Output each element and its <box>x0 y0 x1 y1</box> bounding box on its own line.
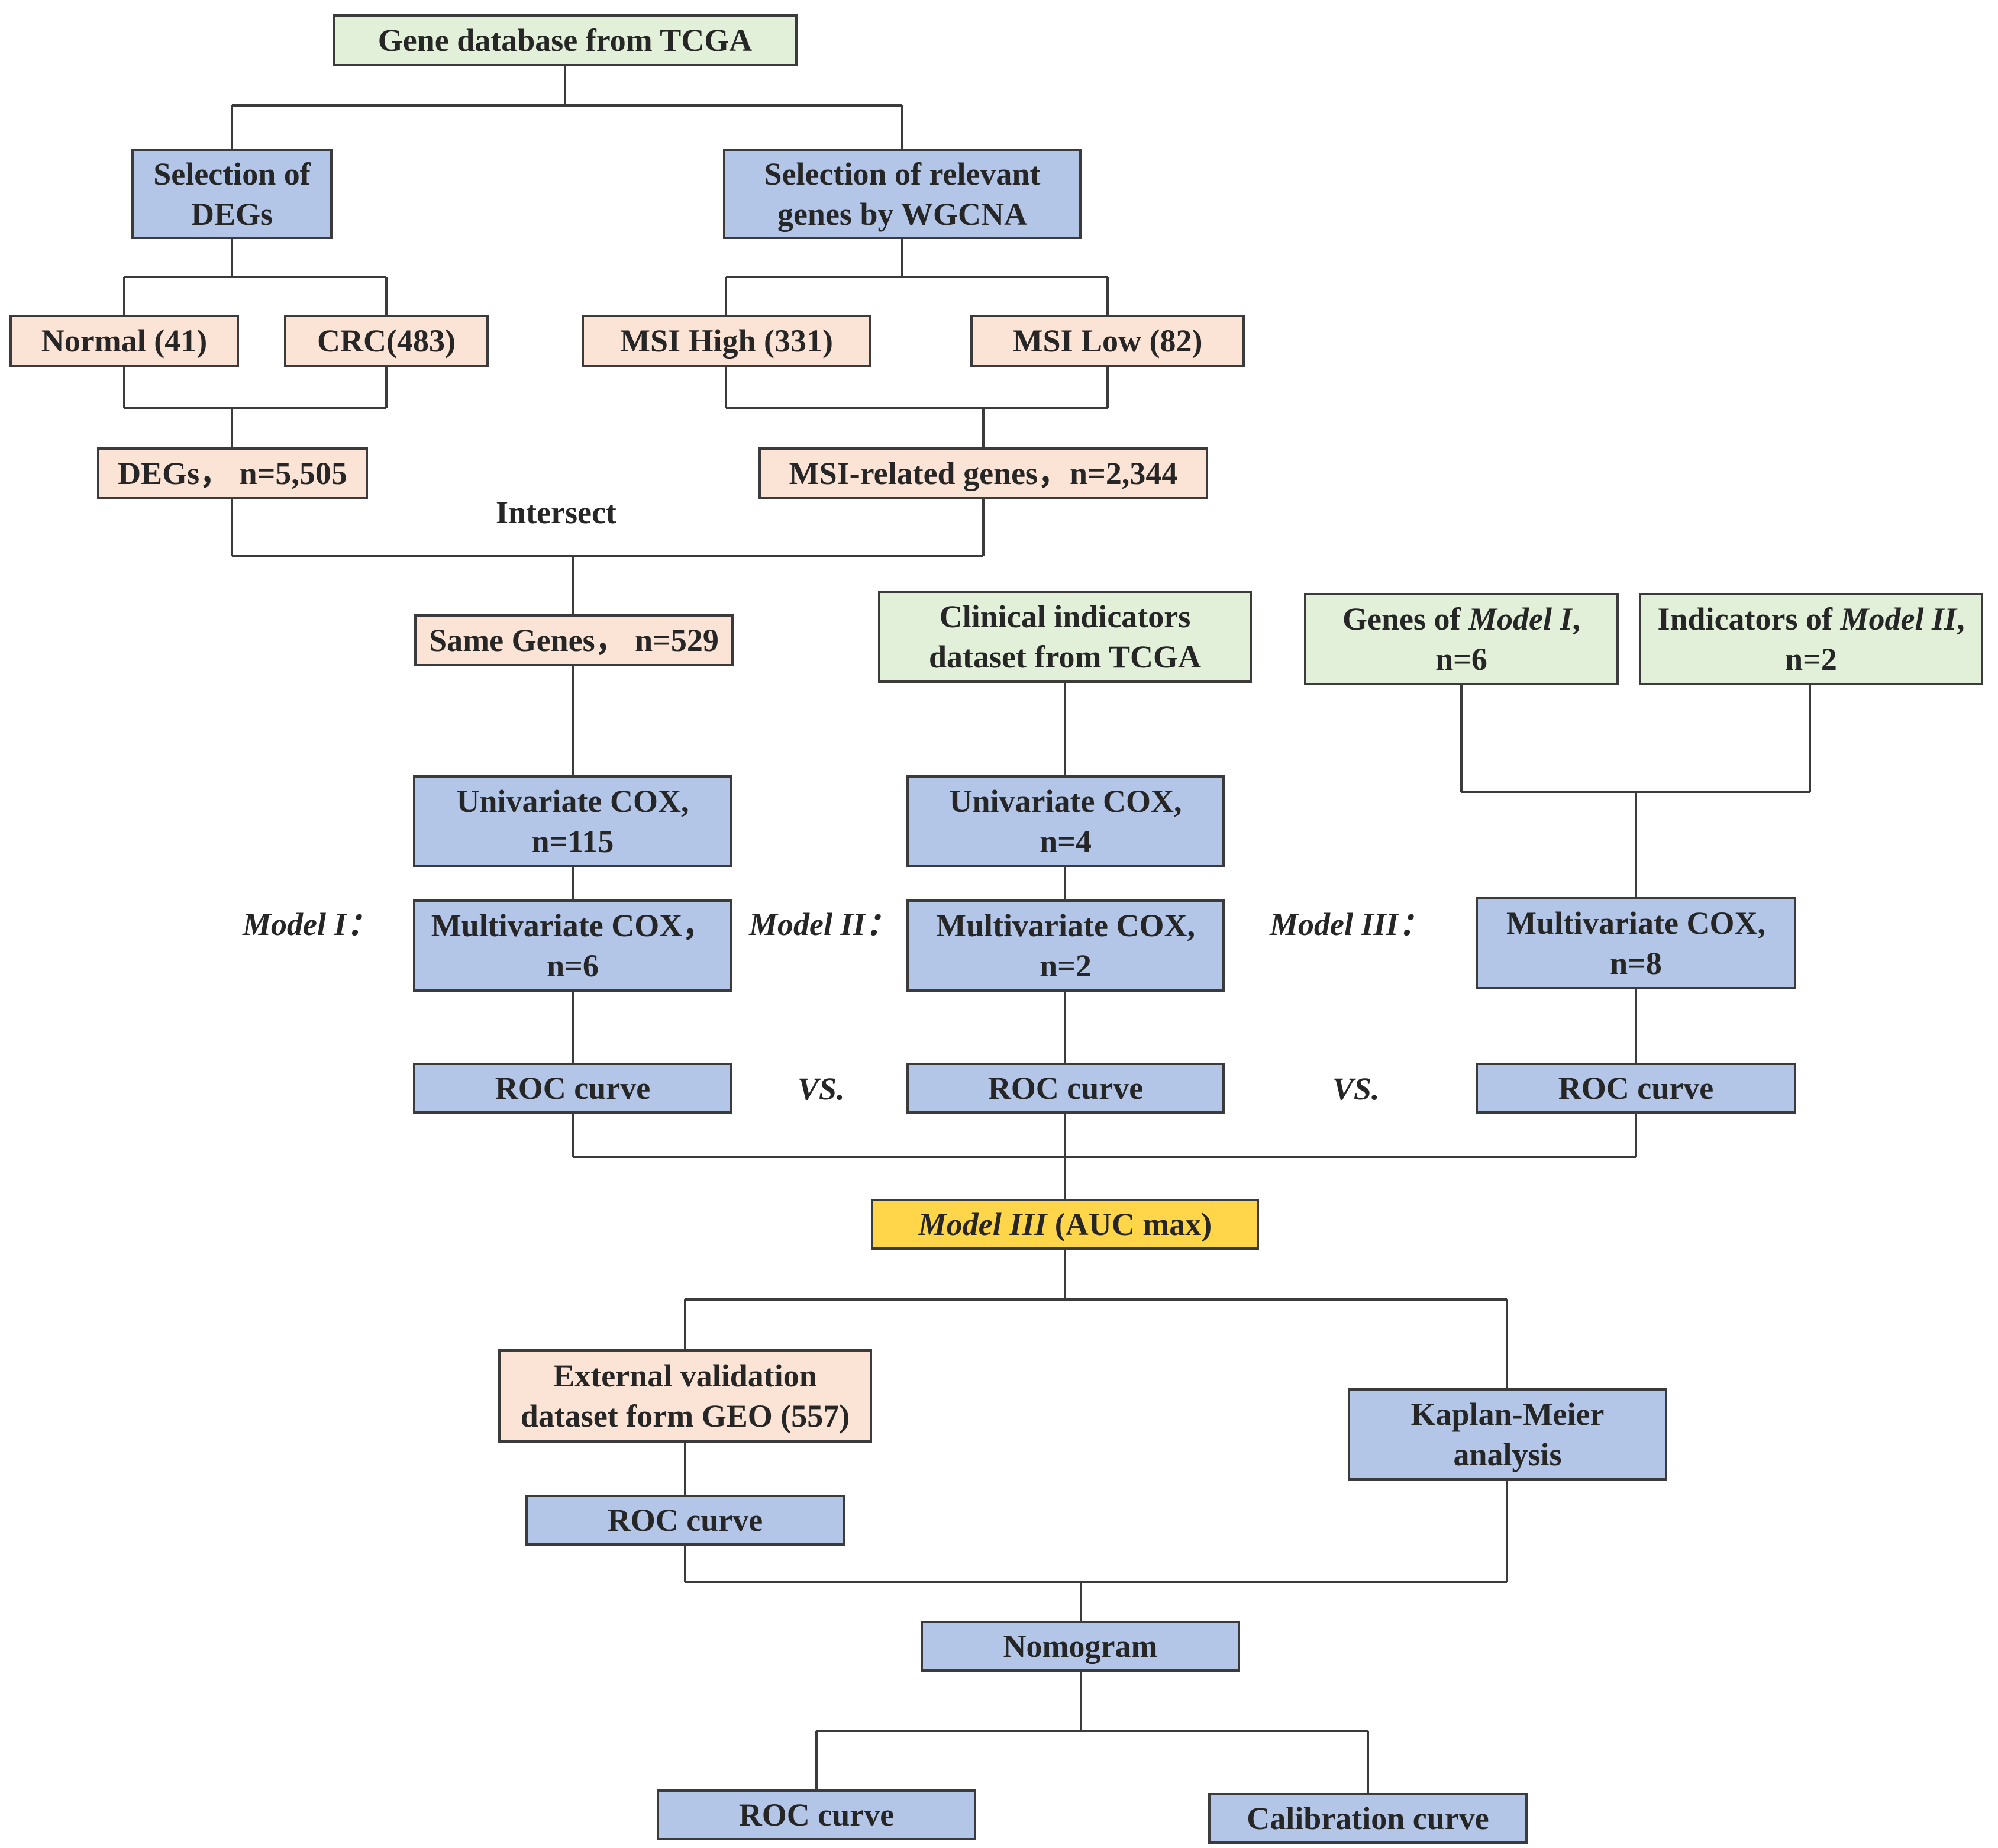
connector-msi-merge <box>725 367 1109 447</box>
box-text: ROC curve <box>987 1070 1144 1106</box>
box-text: DEGs， n=5,505 <box>118 456 347 491</box>
roc-curve-final-box: ROC curve <box>657 1789 976 1840</box>
box-text: Gene database from TCGA <box>377 22 753 58</box>
kaplan-meier-box: Kaplan-Meier analysis <box>1348 1388 1667 1481</box>
text-rest: (AUC max) <box>1047 1207 1212 1242</box>
box-text: ROC curve <box>607 1502 763 1538</box>
connector-nomogram-split <box>815 1672 1369 1793</box>
box-text-line2: n=115 <box>531 824 614 859</box>
connector-normal-crc-merge <box>123 367 388 447</box>
intersect-label: Intersect <box>496 495 616 530</box>
box-text: MSI High (331) <box>619 323 834 359</box>
indicators-of-model2-box: Indicators of Model II, n=2 <box>1639 593 1983 685</box>
msi-low-box: MSI Low (82) <box>970 315 1245 367</box>
box-text-line2: n=2 <box>1785 641 1837 677</box>
box-text-line2: dataset form GEO (557) <box>520 1398 850 1434</box>
best-model-box: Model III (AUC max) <box>871 1199 1259 1250</box>
connector-to-nomogram <box>684 1481 1508 1621</box>
box-text-line1: Multivariate COX， <box>431 908 715 943</box>
box-text-line2: genes by WGCNA <box>777 196 1028 232</box>
multivariate-cox-1-box: Multivariate COX， n=6 <box>413 899 732 992</box>
model-name: Model II <box>1840 601 1957 637</box>
box-text-line1: Genes of Model I, <box>1342 599 1580 639</box>
box-text-line1: Univariate COX, <box>456 783 689 819</box>
box-text-line1: External validation <box>553 1358 817 1394</box>
model2-label: Model II： <box>749 907 898 942</box>
box-text-line2: DEGs <box>191 196 273 232</box>
same-genes-box: Same Genes， n=529 <box>414 614 734 666</box>
roc-curve-model3-box: ROC curve <box>1476 1063 1796 1114</box>
vs-label-1: VS. <box>798 1071 845 1107</box>
box-text-line2: n=6 <box>547 948 599 983</box>
connector-deg-split <box>123 239 388 315</box>
box-text-line1: Indicators of Model II, <box>1657 599 1964 639</box>
tcga-gene-database-box: Gene database from TCGA <box>333 14 798 66</box>
vs-label-2: VS. <box>1332 1071 1380 1107</box>
crc-group-box: CRC(483) <box>284 315 489 367</box>
external-validation-box: External validation dataset form GEO (55… <box>498 1349 872 1443</box>
box-text: Normal (41) <box>41 323 208 359</box>
box-text-line2: n=8 <box>1610 946 1662 981</box>
nomogram-box: Nomogram <box>921 1621 1240 1672</box>
box-text: MSI Low (82) <box>1012 323 1203 359</box>
roc-curve-model1-box: ROC curve <box>413 1063 732 1114</box>
box-text-line1: Multivariate COX, <box>936 908 1195 943</box>
connector-intersect <box>231 499 985 614</box>
connector-model1-model2-merge <box>1460 685 1811 897</box>
box-text-line2: n=6 <box>1435 641 1487 677</box>
genes-of-model1-box: Genes of Model I, n=6 <box>1304 593 1619 685</box>
box-text: Calibration curve <box>1247 1801 1489 1836</box>
box-text: ROC curve <box>738 1797 895 1833</box>
connector-best-split <box>684 1250 1508 1388</box>
connector-wgcna-split <box>725 239 1109 315</box>
model3-label: Model III： <box>1270 907 1431 942</box>
clinical-indicators-box: Clinical indicators dataset from TCGA <box>878 591 1252 683</box>
box-text-line1: Selection of relevant <box>764 156 1041 192</box>
univariate-cox-1-box: Univariate COX, n=115 <box>413 775 732 867</box>
multivariate-cox-3-box: Multivariate COX, n=8 <box>1476 897 1796 989</box>
roc-curve-model2-box: ROC curve <box>906 1063 1225 1114</box>
box-text: Same Genes， n=529 <box>429 623 719 658</box>
box-text: ROC curve <box>495 1070 651 1106</box>
degs-box: DEGs， n=5,505 <box>97 447 368 499</box>
normal-group-box: Normal (41) <box>9 315 239 367</box>
box-text-line1: Selection of <box>153 156 311 192</box>
msi-related-genes-box: MSI-related genes，n=2,344 <box>758 447 1208 499</box>
box-text-line1: Univariate COX, <box>949 783 1182 819</box>
box-text-line2: n=4 <box>1040 824 1092 859</box>
box-text: CRC(483) <box>317 323 456 359</box>
text-prefix: Indicators of <box>1657 601 1841 637</box>
box-text-line1: Multivariate COX, <box>1506 905 1765 941</box>
box-text: ROC curve <box>1558 1070 1714 1106</box>
box-text-line2: dataset from TCGA <box>929 639 1201 675</box>
wgcna-selection-box: Selection of relevant genes by WGCNA <box>723 149 1082 239</box>
roc-curve-validation-box: ROC curve <box>525 1495 845 1546</box>
univariate-cox-2-box: Univariate COX, n=4 <box>906 775 1225 867</box>
msi-high-box: MSI High (331) <box>582 315 871 367</box>
connector-roc-merge <box>572 1114 1637 1199</box>
model-name: Model III <box>918 1207 1047 1242</box>
text-suffix: , <box>1957 601 1965 637</box>
text-suffix: , <box>1572 601 1580 637</box>
box-text-line1: Clinical indicators <box>939 599 1191 634</box>
box-text-line1: Kaplan-Meier <box>1410 1397 1605 1432</box>
box-text: Nomogram <box>1003 1628 1158 1664</box>
connector-tcga-split <box>231 66 903 149</box>
box-text-line2: n=2 <box>1040 948 1092 983</box>
model1-label: Model I： <box>243 907 379 942</box>
text-prefix: Genes of <box>1342 601 1468 637</box>
multivariate-cox-2-box: Multivariate COX, n=2 <box>906 899 1225 992</box>
box-text-line2: analysis <box>1453 1437 1562 1472</box>
box-text: MSI-related genes，n=2,344 <box>789 456 1178 491</box>
box-text: Model III (AUC max) <box>918 1204 1212 1244</box>
deg-selection-box: Selection of DEGs <box>131 149 333 239</box>
model-name: Model I <box>1468 601 1573 637</box>
calibration-curve-box: Calibration curve <box>1208 1793 1528 1844</box>
